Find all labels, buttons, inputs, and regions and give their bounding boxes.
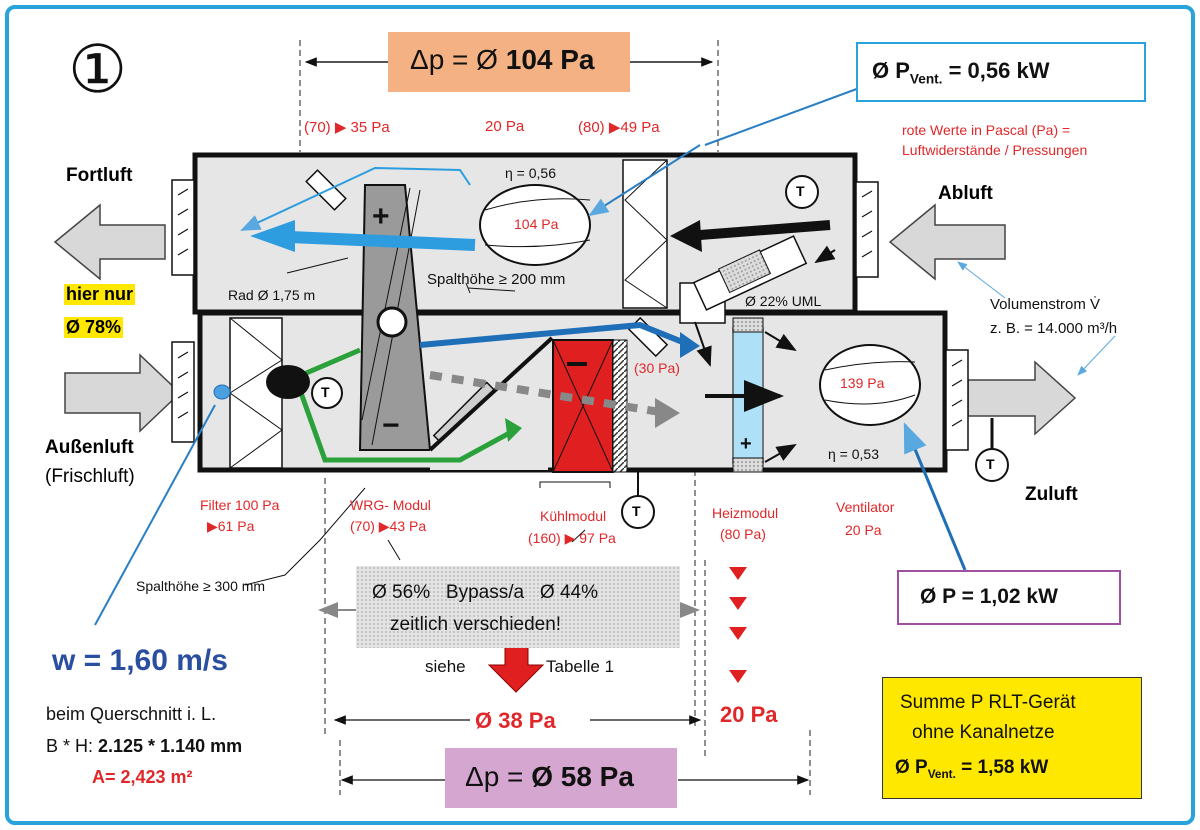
exhaust-fan (479, 184, 591, 266)
summe-line-1: Summe P RLT-Gerät (900, 692, 1076, 713)
p-total-label: Ø P = 1,02 kW (920, 585, 1058, 608)
thermo-label-1: T (796, 183, 805, 199)
spalt300-label: Spalthöhe ≥ 300 mm (136, 578, 266, 594)
eta-exhaust: η = 0,56 (505, 165, 556, 181)
filter-label-2: ▶61 Pa (207, 518, 255, 534)
dp-bottom-box (445, 748, 677, 808)
gap-exhaust-pa: 20 Pa (485, 118, 525, 135)
recirc-flow-darkblue (419, 321, 692, 348)
motor (266, 365, 310, 399)
pa30-label: (30 Pa) (634, 360, 680, 376)
svg-text:+: + (740, 433, 752, 455)
fan-power-text: Ø PVent. = 0,56 kW (872, 58, 1049, 86)
wheel-hub (376, 306, 408, 338)
heiz-label-1: Heizmodul (712, 505, 779, 521)
legend-line-1: rote Werte in Pascal (Pa) = (902, 122, 1071, 138)
tabelle-label: Tabelle 1 (546, 657, 615, 676)
spalt200-label: Spalthöhe ≥ 200 mm (427, 271, 566, 288)
hier-nur-pct: Ø 78% (64, 317, 124, 338)
heiz-label-2: (80 Pa) (720, 526, 766, 542)
rad-label: Rad Ø 1,75 m (228, 287, 316, 303)
volumenstrom-1: Volumenstrom V̇ (990, 296, 1101, 313)
label-aussenluft: Außenluft (45, 437, 134, 458)
bh-label: B * H: (46, 736, 99, 756)
velocity-label: w = 1,60 m/s (52, 644, 228, 677)
fortluft-arrow (53, 203, 166, 281)
thermo-label-2: T (321, 384, 330, 400)
sensor (213, 384, 231, 400)
label-frischluft: (Frischluft) (45, 466, 135, 487)
label-zuluft: Zuluft (1025, 484, 1078, 505)
eta-supply: η = 0,53 (828, 446, 879, 462)
avg38-label: Ø 38 Pa (475, 708, 556, 733)
dp-top-label: Δp = Ø (410, 44, 506, 75)
exhaust-fan-pa: 104 Pa (514, 216, 559, 232)
uml-label: Ø 22% UML (745, 293, 822, 309)
label-fortluft: Fortluft (66, 165, 133, 186)
bypass-flow-grey (429, 371, 661, 416)
wrg-exhaust-pa: (70) ▶ 35 Pa (304, 119, 390, 136)
aussenluft-arrow (64, 353, 182, 433)
fan-exhaust-pa: (80) ▶49 Pa (578, 119, 660, 136)
dp-top-box (388, 32, 630, 92)
supply-fan-pa: 139 Pa (840, 375, 885, 391)
dampers (171, 179, 969, 451)
zuluft-arrow (967, 360, 1077, 436)
wrg-label-1: WRG- Modul (350, 497, 431, 513)
siehe-label: siehe (425, 657, 466, 676)
fan-power-value: = 0,56 kW (942, 58, 1050, 83)
svg-text:−: − (382, 409, 400, 442)
p-total-box (897, 570, 1121, 625)
dp-bottom-label: Δp = (465, 761, 532, 792)
dp-top-value: 104 Pa (505, 44, 595, 75)
volumenstrom-2: z. B. = 14.000 m³/h (990, 320, 1118, 337)
querschnitt-label: beim Querschnitt i. L. (46, 704, 217, 724)
dp-top-text: Δp = Ø 104 Pa (410, 44, 595, 76)
fan-power-box (856, 42, 1146, 102)
svg-text:+: + (372, 200, 390, 233)
bypass-box (356, 566, 680, 648)
summe-3-sub: Vent. (927, 767, 956, 781)
exhaust-flow-blue (289, 231, 476, 251)
label-abluft: Abluft (938, 183, 993, 204)
summe-line-3: Ø PVent. = 1,58 kW (895, 757, 1048, 781)
kuehl-label-1: Kühlmodul (540, 508, 607, 524)
kuehl-label-2: (160) ▶ 97 Pa (528, 530, 616, 546)
heiz-triangles (729, 567, 747, 683)
summe-3-prefix: Ø P (895, 757, 928, 778)
hier-nur: hier nur (64, 284, 136, 305)
pa20-label: 20 Pa (720, 702, 778, 727)
see-table-arrow (487, 644, 545, 693)
outer-frame (5, 5, 1195, 825)
thermo-label-3: T (632, 503, 641, 519)
summe-3-value: = 1,58 kW (955, 757, 1049, 778)
summe-box (882, 677, 1142, 799)
vent-label-2: 20 Pa (845, 522, 882, 538)
summe-line-2: ohne Kanalnetze (912, 722, 1055, 743)
dp-bottom-value: Ø 58 Pa (531, 761, 634, 792)
area-label: A= 2,423 m² (92, 767, 193, 787)
fan-power-prefix: Ø P (872, 58, 910, 83)
bh-value: 2.125 * 1.140 mm (98, 736, 243, 756)
abluft-black-arrow (699, 220, 831, 240)
diagram-number: ① (68, 32, 128, 106)
wrg-label-2: (70) ▶43 Pa (350, 518, 427, 534)
bh-text: B * H: 2.125 * 1.140 mm (46, 736, 242, 757)
fan-power-sub: Vent. (909, 71, 943, 87)
legend-line-2: Luftwiderstände / Pressungen (902, 142, 1088, 158)
abluft-arrow (888, 203, 1006, 281)
bypass-line-1: Ø 56% Bypass/a Ø 44% (372, 582, 598, 603)
dp-bottom-text: Δp = Ø 58 Pa (465, 761, 634, 793)
vent-label-1: Ventilator (836, 499, 895, 515)
filter-label-1: Filter 100 Pa (200, 497, 280, 513)
bypass-line-2: zeitlich verschieden! (390, 614, 562, 635)
thermo-label-4: T (986, 456, 995, 472)
supply-fan (819, 344, 921, 426)
